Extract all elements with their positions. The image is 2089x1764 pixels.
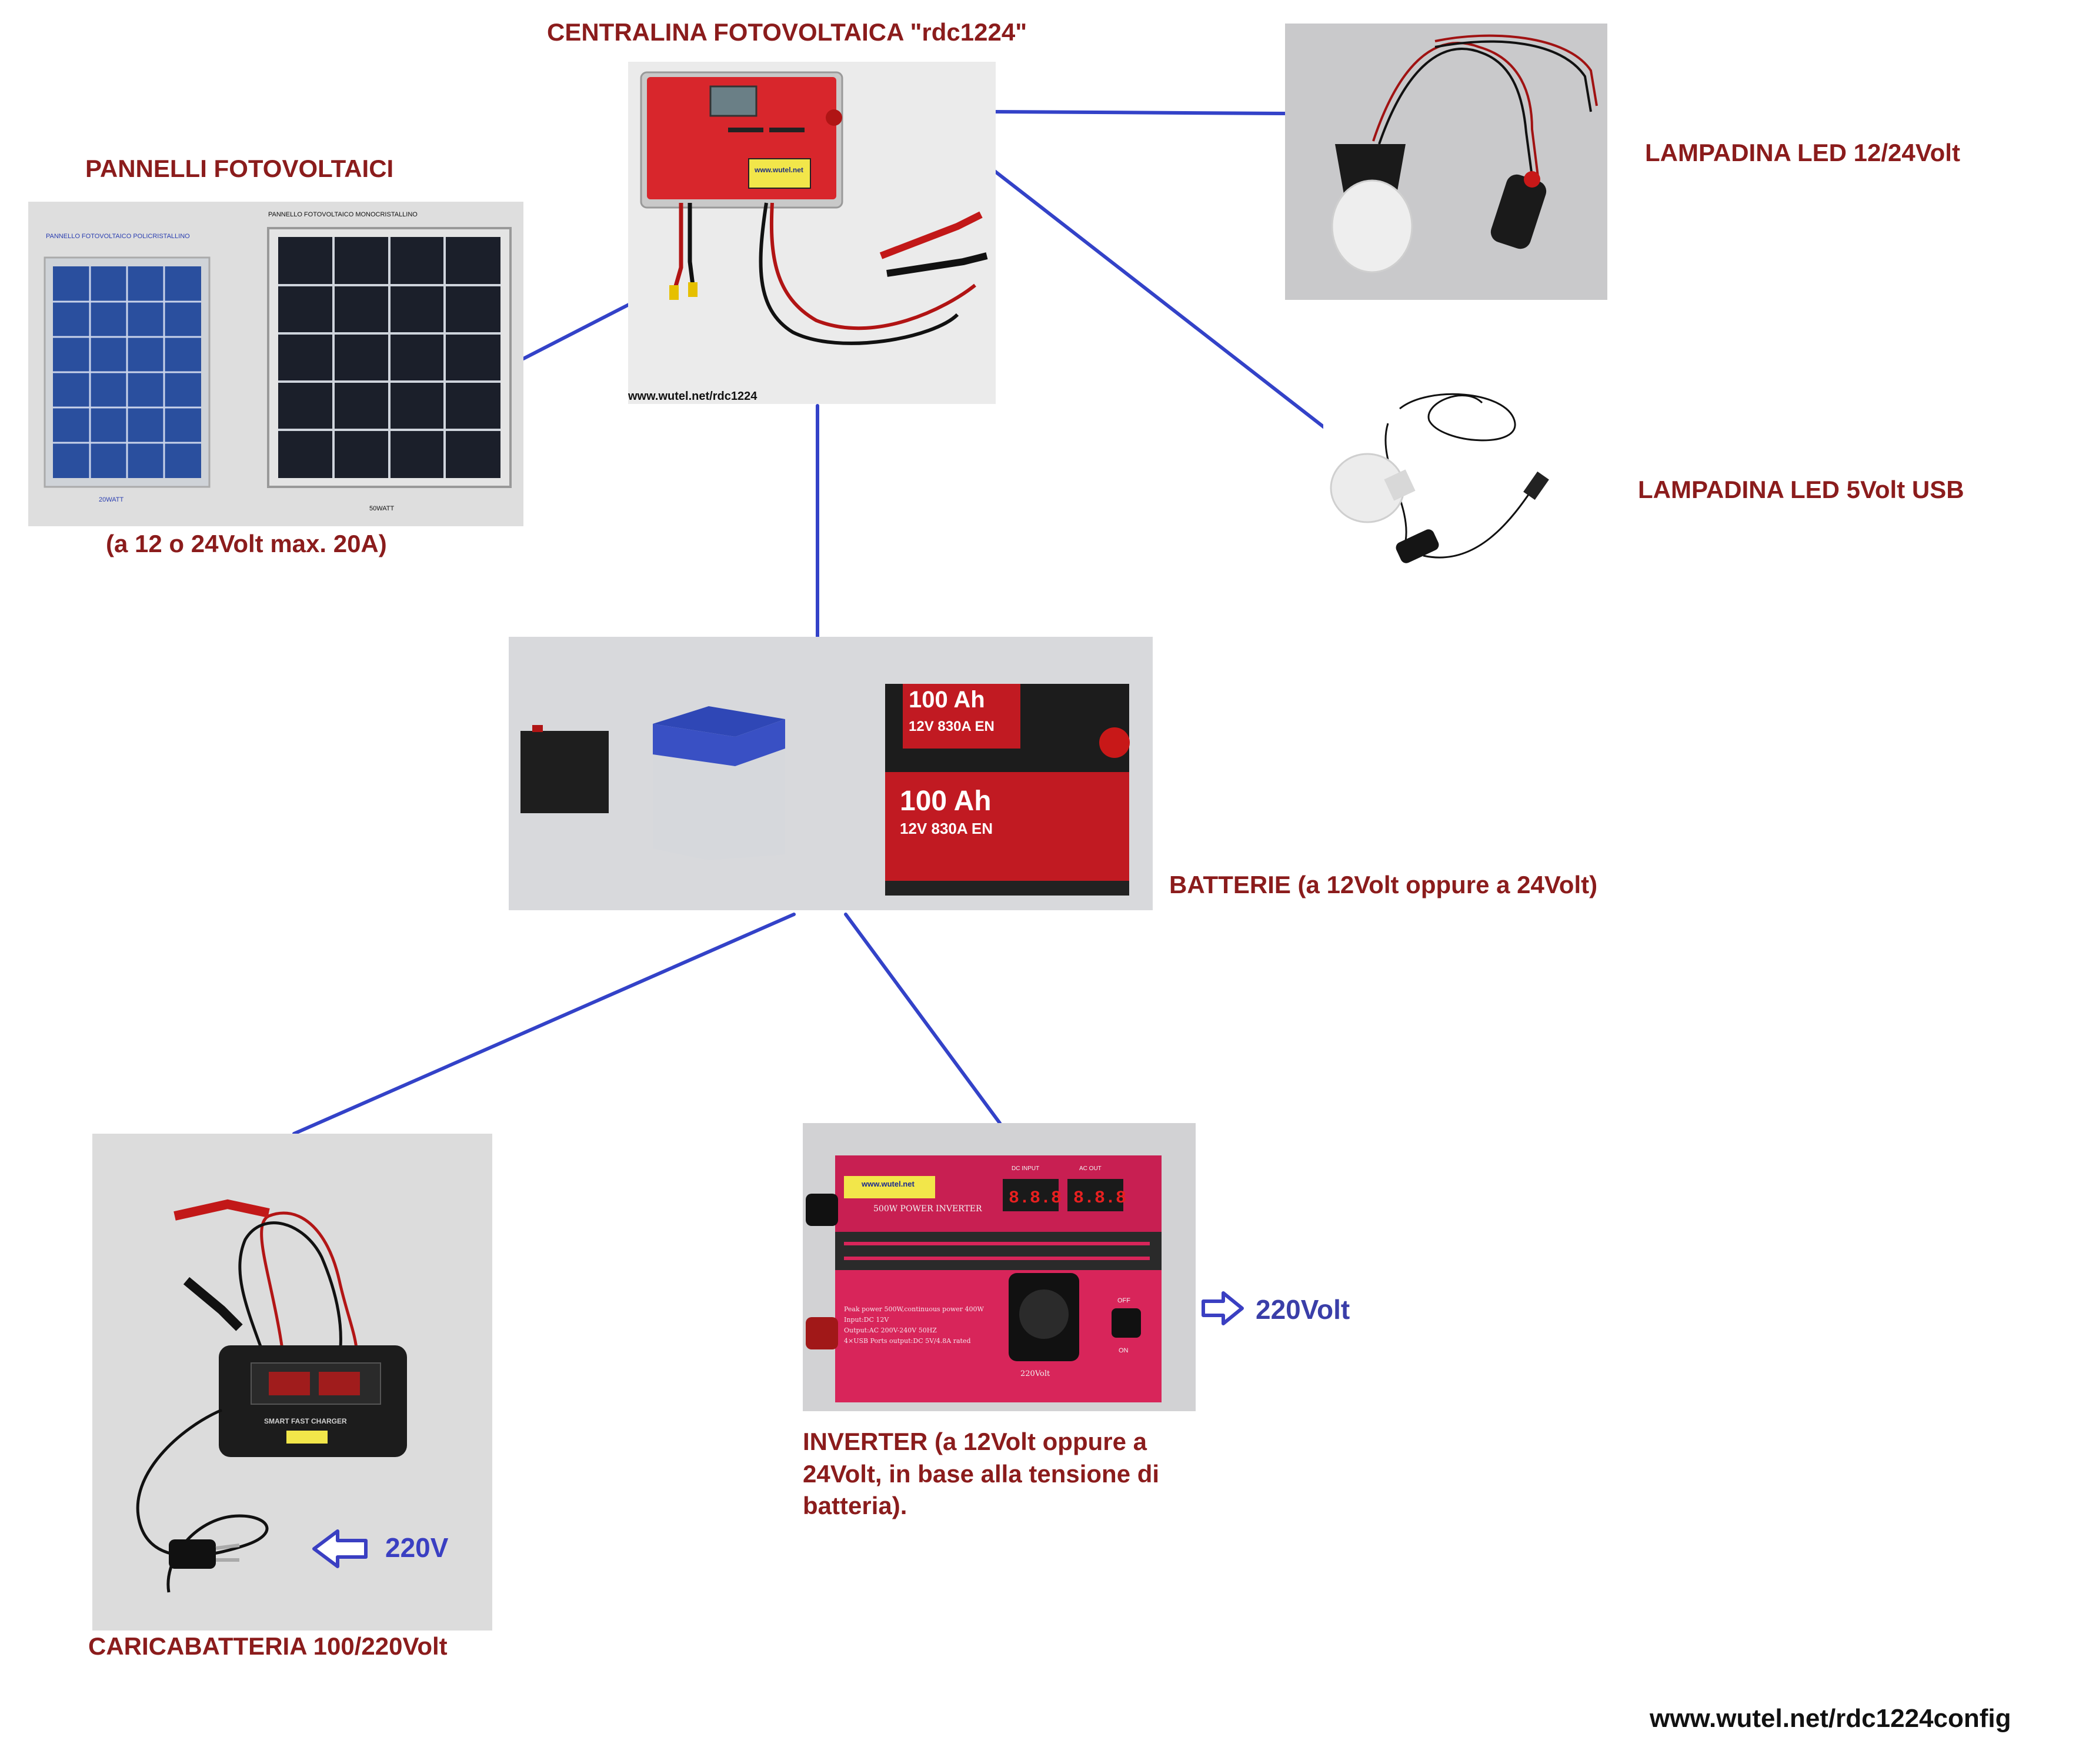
car-battery-top-line1: 100 Ah <box>909 687 985 713</box>
controller-photo-url: www.wutel.net/rdc1224 <box>628 390 757 403</box>
footer-url: www.wutel.net/rdc1224config <box>1650 1704 2011 1733</box>
inverter-output-arrow-icon <box>1202 1291 1244 1325</box>
inverter-dc-display: 8.8.8 <box>1009 1188 1062 1208</box>
inverter-ac-out-label: AC OUT <box>1079 1165 1102 1172</box>
inverter-dc-input-label: DC INPUT <box>1012 1165 1039 1172</box>
wire-controller-lamp-12v <box>992 110 1287 115</box>
inverter-switch-off: OFF <box>1117 1297 1130 1304</box>
right-panel-watt: 50WATT <box>369 505 394 512</box>
wire-panels-controller <box>522 301 634 360</box>
inverter-spec-line2: Input:DC 12V <box>844 1316 889 1324</box>
left-panel-label: PANNELLO FOTOVOLTAICO POLICRISTALLINO <box>46 233 190 240</box>
controller-logo-text: www.wutel.net <box>754 166 803 174</box>
inverter-logo-text: www.wutel.net <box>861 1180 915 1188</box>
wire-batteries-charger <box>292 913 796 1135</box>
wire-batteries-inverter <box>844 913 1002 1125</box>
car-battery-front-line2: 12V 830A EN <box>900 820 993 837</box>
charger-photo: SMART FAST CHARGER <box>92 1134 492 1631</box>
panels-caption: (a 12 o 24Volt max. 20A) <box>106 530 387 557</box>
batteries-title: BATTERIE (a 12Volt oppure a 24Volt) <box>1169 871 1598 898</box>
charger-title: CARICABATTERIA 100/220Volt <box>88 1632 448 1660</box>
panels-photo: PANNELLO FOTOVOLTAICO POLICRISTALLINO 20… <box>28 202 523 526</box>
inverter-device-label: 500W POWER INVERTER <box>873 1204 982 1214</box>
inverter-socket-label: 220Volt <box>1020 1369 1050 1378</box>
inverter-spec-line4: 4×USB Ports output:DC 5V/4.8A rated <box>844 1337 970 1345</box>
inverter-switch-on: ON <box>1119 1347 1129 1354</box>
right-panel-label: PANNELLO FOTOVOLTAICO MONOCRISTALLINO <box>268 211 418 218</box>
lamp-usb-photo <box>1323 373 1570 594</box>
car-battery-front-line1: 100 Ah <box>900 786 992 817</box>
left-panel-watt: 20WATT <box>99 496 124 503</box>
lamp-12v-photo <box>1285 24 1607 300</box>
charger-input-arrow-icon <box>312 1529 368 1568</box>
wire-controller-lamp-usb <box>992 169 1340 440</box>
car-battery-top-line2: 12V 830A EN <box>909 719 995 734</box>
lamp-12v-title: LAMPADINA LED 12/24Volt <box>1645 139 1960 166</box>
charger-input-label: 220V <box>385 1532 449 1563</box>
inverter-output-label: 220Volt <box>1256 1294 1350 1325</box>
batteries-photo: 100 Ah 12V 830A EN 100 Ah 12V 830A EN <box>509 637 1153 910</box>
inverter-title: INVERTER (a 12Volt oppure a 24Volt, in b… <box>803 1428 1160 1520</box>
controller-title: CENTRALINA FOTOVOLTAICA "rdc1224" <box>547 18 1027 46</box>
inverter-photo: www.wutel.net 500W POWER INVERTER DC INP… <box>803 1123 1196 1411</box>
inverter-spec-line3: Output:AC 200V-240V 50HZ <box>844 1327 937 1334</box>
inverter-ac-display: 8.8.8 <box>1073 1188 1126 1208</box>
inverter-spec-line1: Peak power 500W,continuous power 400W <box>844 1305 985 1313</box>
lamp-usb-title: LAMPADINA LED 5Volt USB <box>1638 476 1964 503</box>
panels-title: PANNELLI FOTOVOLTAICI <box>85 155 394 182</box>
charger-device-label: SMART FAST CHARGER <box>264 1417 347 1425</box>
controller-photo: www.wutel.net www.wutel.net/rdc1224 <box>628 62 996 404</box>
